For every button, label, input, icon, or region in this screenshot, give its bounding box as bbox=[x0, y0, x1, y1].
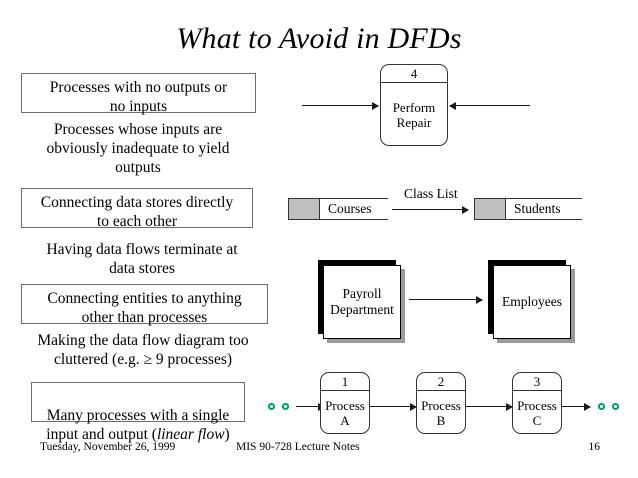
process-a-number: 1 bbox=[321, 373, 369, 391]
entity-employees-label: Employees bbox=[493, 265, 571, 339]
data-store-courses-id-box bbox=[288, 199, 320, 219]
process-c: 3 Process C bbox=[512, 372, 562, 434]
arrow-process-b-to-c bbox=[466, 402, 513, 411]
data-store-courses-label: Courses bbox=[328, 201, 372, 216]
avoid-item-5: Connecting entities to anything other th… bbox=[21, 284, 268, 326]
arrowhead-left-icon bbox=[449, 101, 456, 110]
avoid-item-4: Having data flows terminate at data stor… bbox=[22, 240, 262, 282]
arrowhead-right-icon bbox=[372, 101, 379, 110]
bullet-dot-icon bbox=[282, 403, 289, 410]
process-perform-repair-number: 4 bbox=[381, 65, 447, 83]
arrow-out-of-process-c bbox=[562, 402, 591, 411]
avoid-item-5-label: Connecting entities to anything other th… bbox=[47, 290, 242, 326]
process-a: 1 Process A bbox=[320, 372, 370, 434]
avoid-item-3: Connecting data stores directly to each … bbox=[21, 188, 253, 230]
process-a-label: Process A bbox=[325, 397, 365, 428]
process-b: 2 Process B bbox=[416, 372, 466, 434]
data-store-students-id-box bbox=[474, 199, 506, 219]
arrow-into-perform-repair-left bbox=[302, 101, 379, 110]
avoid-item-2: Processes whose inputs are obviously ina… bbox=[22, 120, 254, 180]
arrowhead-right-icon bbox=[476, 295, 483, 304]
entity-payroll-department: Payroll Department bbox=[318, 260, 405, 343]
process-b-number: 2 bbox=[417, 373, 465, 391]
avoid-item-4-label: Having data flows terminate at data stor… bbox=[46, 241, 238, 277]
footer-date: Tuesday, November 26, 1999 bbox=[40, 441, 176, 453]
avoid-item-7-italic-text: linear flow bbox=[156, 426, 225, 443]
arrow-into-perform-repair-right bbox=[449, 101, 530, 110]
avoid-item-7: Many processes with a single input and o… bbox=[31, 382, 245, 443]
arrow-payroll-to-employees bbox=[409, 295, 483, 304]
process-b-label: Process B bbox=[421, 397, 461, 428]
page-title: What to Avoid in DFDs bbox=[176, 22, 462, 55]
footer-page-number: 16 bbox=[588, 441, 601, 453]
avoid-item-6-label: Making the data flow diagram too clutter… bbox=[37, 332, 249, 368]
footer-center-text: MIS 90-728 Lecture Notes bbox=[236, 441, 360, 453]
bullet-dot-icon bbox=[268, 403, 275, 410]
process-c-number: 3 bbox=[513, 373, 561, 391]
avoid-item-1: Processes with no outputs or no inputs bbox=[21, 73, 256, 115]
data-store-courses: Courses bbox=[288, 198, 388, 220]
data-flow-label-class-list: Class List bbox=[404, 186, 458, 201]
avoid-item-7-label: Many processes with a single input and o… bbox=[46, 407, 229, 443]
entity-employees: Employees bbox=[488, 260, 575, 343]
process-perform-repair-label: Perform Repair bbox=[392, 99, 436, 130]
arrowhead-right-icon bbox=[462, 205, 469, 214]
bullet-dot-icon bbox=[598, 403, 605, 410]
avoid-item-1-label: Processes with no outputs or no inputs bbox=[49, 79, 228, 115]
avoid-item-6: Making the data flow diagram too clutter… bbox=[18, 331, 268, 373]
entity-payroll-department-label: Payroll Department bbox=[323, 265, 401, 339]
avoid-item-7-main-text: Many processes with a single input and o… bbox=[46, 407, 230, 443]
bullet-dot-icon bbox=[612, 403, 619, 410]
data-store-students: Students bbox=[474, 198, 582, 220]
arrowhead-right-icon bbox=[410, 402, 417, 411]
data-store-students-label: Students bbox=[514, 201, 561, 216]
process-c-label: Process C bbox=[517, 397, 557, 428]
arrow-courses-to-students bbox=[392, 205, 469, 214]
avoid-item-3-label: Connecting data stores directly to each … bbox=[40, 194, 234, 230]
arrow-process-a-to-b bbox=[370, 402, 417, 411]
process-perform-repair: 4 Perform Repair bbox=[380, 64, 448, 146]
avoid-item-2-label: Processes whose inputs are obviously ina… bbox=[46, 121, 230, 176]
avoid-item-7-tail-text: ) bbox=[224, 426, 230, 443]
arrowhead-right-icon bbox=[584, 402, 591, 411]
arrowhead-right-icon bbox=[506, 402, 513, 411]
